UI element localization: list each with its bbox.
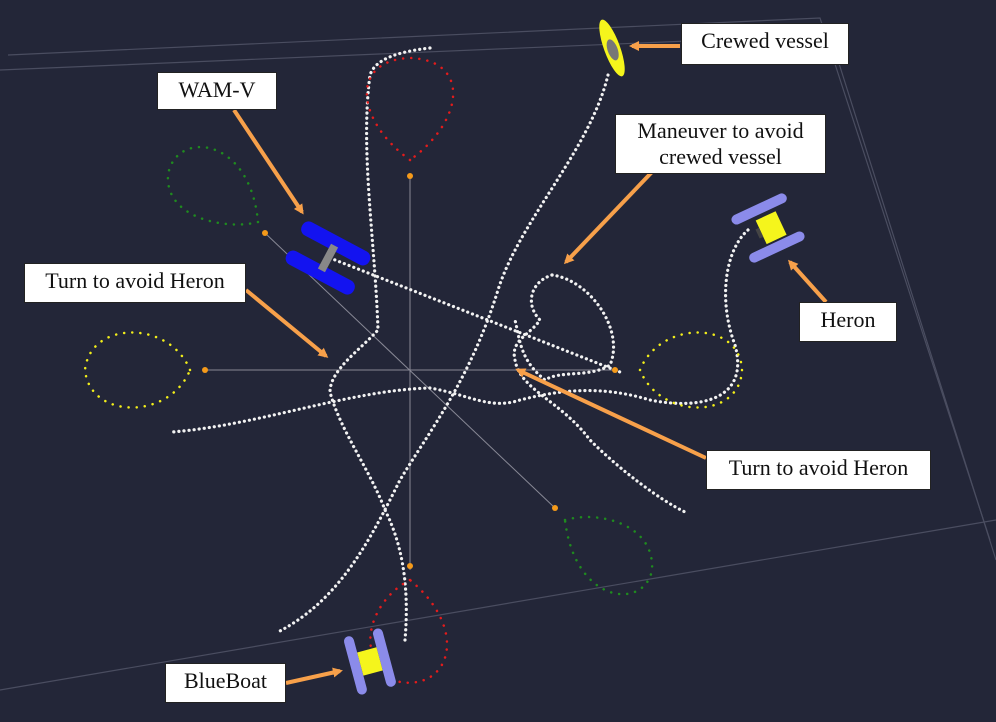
waypoint-loop-red-bottom: [369, 578, 449, 684]
arrow-turn-right: [515, 368, 707, 460]
callout-arrows: [232, 41, 828, 685]
turn-avoid-heron-right-label: Turn to avoid Heron: [706, 450, 931, 490]
wamv-vessel-icon: [285, 221, 371, 295]
arrow-turn-left: [244, 288, 329, 358]
waypoint-loop-green-right: [563, 515, 654, 596]
maneuver-label: Maneuver to avoid crewed vessel: [615, 114, 826, 174]
blueboat-track: [328, 46, 432, 642]
arrow-heron: [787, 259, 828, 304]
heron-label: Heron: [799, 302, 897, 342]
turn-avoid-heron-left-label: Turn to avoid Heron: [24, 263, 246, 303]
waypoint-loop-yellow-right: [638, 331, 744, 409]
maneuver-loop: [513, 273, 616, 382]
arrow-maneuver: [563, 170, 654, 265]
waypoint-loop-red-top: [365, 56, 455, 162]
crewed-vessel-icon: [599, 19, 625, 77]
crewed-vessel-label: Crewed vessel: [681, 23, 849, 65]
heron-track: [170, 228, 750, 434]
heron-vessel-icon: [731, 193, 805, 263]
arrow-wamv: [232, 108, 304, 215]
blueboat-vessel-icon: [343, 628, 396, 695]
waypoint-loop-green-left: [166, 145, 260, 226]
arrow-blueboat: [285, 667, 343, 685]
wamv-label: WAM-V: [157, 72, 277, 110]
wamv-track: [328, 256, 622, 374]
blueboat-label: BlueBoat: [165, 663, 286, 703]
start-points: [202, 173, 618, 569]
guide-lines: [205, 175, 615, 570]
